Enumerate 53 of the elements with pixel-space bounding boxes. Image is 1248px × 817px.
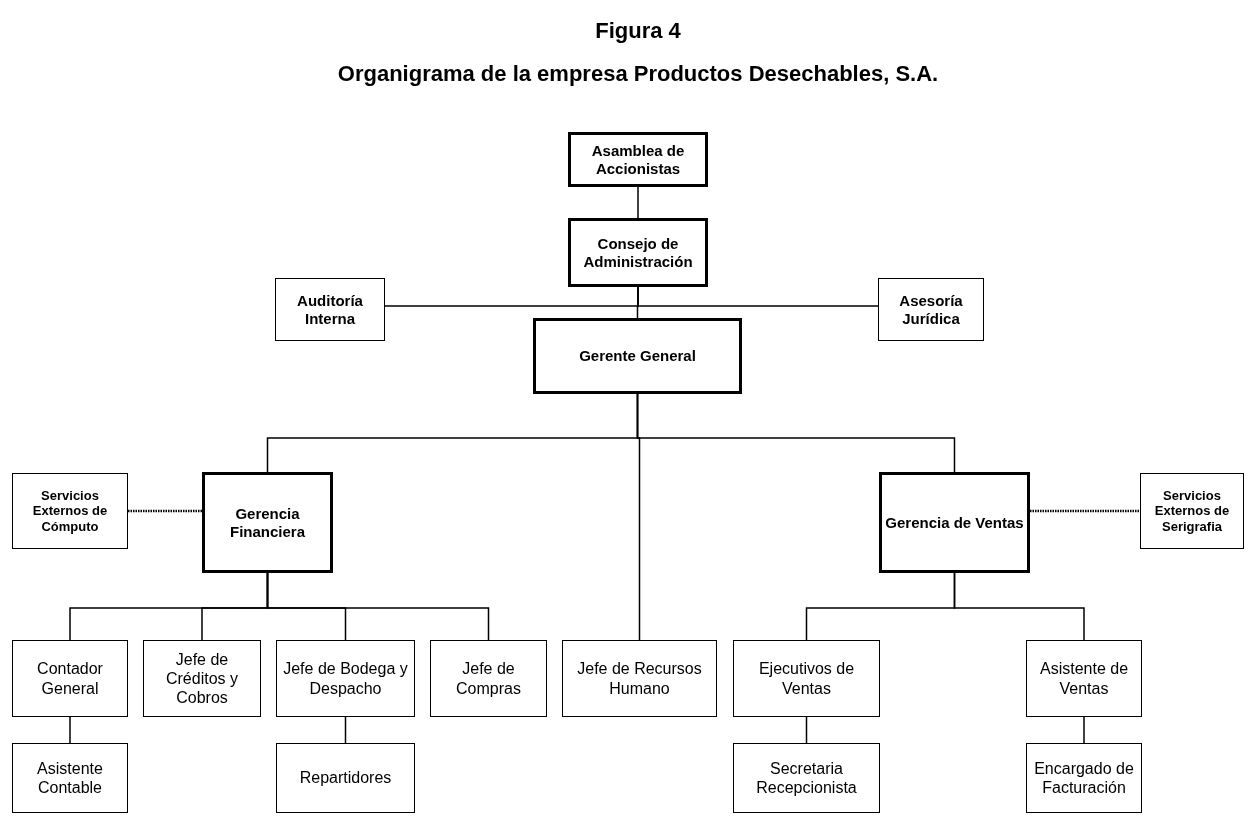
org-box [202,472,333,573]
org-box [143,640,261,717]
box-label: Jefe de Recursos Humano [576,659,703,698]
box-label: Ejecutivos de Ventas [757,659,856,698]
dashed-connector [128,509,202,513]
org-box [12,640,128,717]
box-label: Repartidores [298,768,393,788]
box-label: Encargado de Facturación [1033,758,1135,798]
org-box [879,472,1030,573]
org-box [275,278,385,341]
box-label: Gerencia de Ventas [884,513,1025,532]
box-label: Asistente Contable [36,758,104,798]
box-label: Auditoría Interna [296,291,364,328]
org-box [733,743,880,813]
box-label: Consejo de Administración [582,234,694,271]
org-box [1026,743,1142,813]
box-label: Gerente General [578,347,697,365]
org-box [568,218,708,287]
connector-line [637,186,639,219]
connector-line [636,286,639,319]
org-box [430,640,547,717]
connector-line [805,716,808,744]
org-box [533,318,742,394]
connector-line [636,393,956,473]
box-label: Jefe de Compras [455,659,522,698]
box-label: Secretaria Recepcionista [755,758,858,798]
org-box [1026,640,1142,717]
dashed-connector [1030,509,1140,513]
org-box [568,132,708,187]
connector-line [266,572,490,641]
connector-line [69,716,71,744]
figure-title: Figura 4 [594,18,682,44]
box-label: Jefe de Créditos y Cobros [165,649,239,708]
box-label: Servicios Externos de Cómputo [31,487,109,535]
org-box [733,640,880,717]
connector-line [1083,716,1085,744]
org-box [12,473,128,549]
box-label: Jefe de Bodega y Despacho [282,659,409,698]
org-box [276,743,415,813]
connector-line [344,716,347,744]
org-box [1140,473,1244,549]
chart-title: Organigrama de la empresa Productos Desechables, S.A. [336,61,940,87]
box-label: Asamblea de Accionistas [590,141,686,178]
box-label: Servicios Externos de Serigrafia [1153,487,1231,535]
box-label: Asesoría Jurídica [898,291,964,328]
connector-line [953,572,1085,641]
box-label: Asistente de Ventas [1038,659,1130,698]
org-box [12,743,128,813]
org-box [276,640,415,717]
box-label: Contador General [36,659,104,698]
org-box [562,640,717,717]
org-box [878,278,984,341]
box-label: Gerencia Financiera [229,504,306,541]
